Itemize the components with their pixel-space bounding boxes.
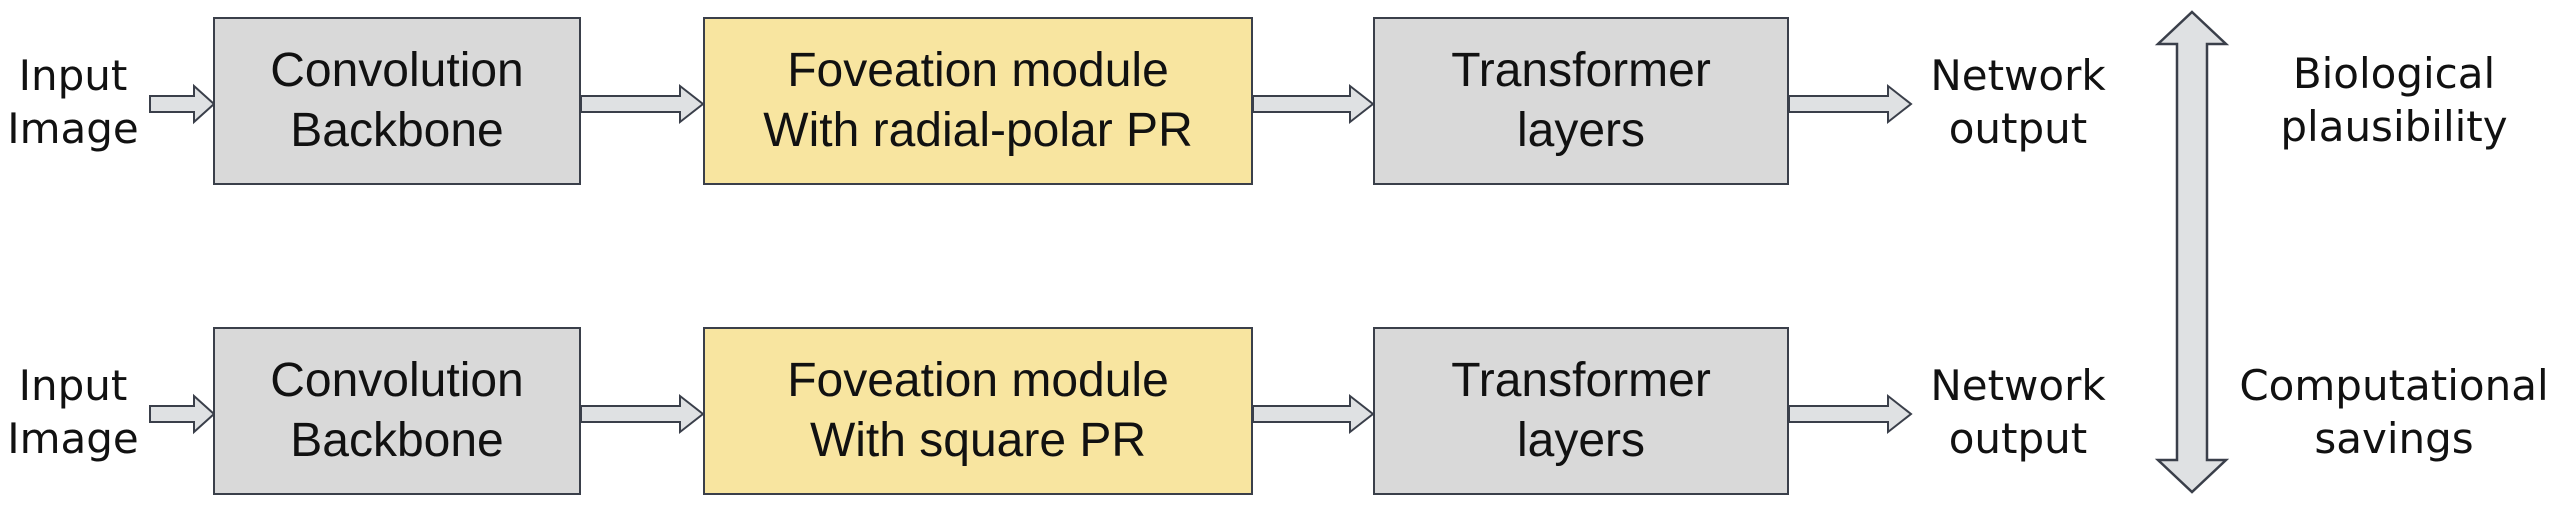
arrow-input-to-backbone-row2 bbox=[149, 393, 216, 435]
arrow-foveation-to-transformer-row2 bbox=[1252, 393, 1375, 435]
arrow-foveation-to-transformer-row1 bbox=[1252, 83, 1375, 125]
transformer-box-row1: Transformer layers bbox=[1373, 17, 1789, 185]
computational-savings-label: Computational savings bbox=[2239, 361, 2549, 463]
arrow-backbone-to-foveation-row1 bbox=[580, 83, 705, 125]
transformer-box-row2: Transformer layers bbox=[1373, 327, 1789, 495]
input-label-row2: Input Image bbox=[7, 361, 139, 463]
output-label-row2: Network output bbox=[1930, 361, 2106, 463]
biological-plausibility-label: Biological plausibility bbox=[2280, 49, 2508, 151]
arrow-transformer-to-output-row1 bbox=[1788, 83, 1913, 125]
arrow-transformer-to-output-row2 bbox=[1788, 393, 1913, 435]
foveation-box-row1: Foveation module With radial-polar PR bbox=[703, 17, 1253, 185]
foveation-box-row2: Foveation module With square PR bbox=[703, 327, 1253, 495]
output-label-row1: Network output bbox=[1930, 51, 2106, 153]
backbone-box-row1: Convolution Backbone bbox=[213, 17, 581, 185]
input-label-row1: Input Image bbox=[7, 51, 139, 153]
arrow-input-to-backbone-row1 bbox=[149, 83, 216, 125]
backbone-box-row2: Convolution Backbone bbox=[213, 327, 581, 495]
tradeoff-double-arrow bbox=[2154, 10, 2230, 494]
arrow-backbone-to-foveation-row2 bbox=[580, 393, 705, 435]
